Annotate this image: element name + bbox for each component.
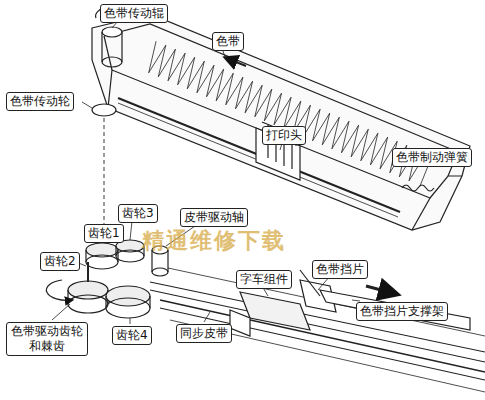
- support-label: 色带挡片支撑架: [356, 302, 448, 321]
- mask-label: 色带挡片: [312, 260, 368, 279]
- part-name: 色带驱动齿轮和棘齿: [10, 324, 84, 354]
- gear-label: 齿轮1: [84, 224, 124, 243]
- part-name: 同步皮带: [180, 326, 228, 341]
- part-name: 皮带驱动轴: [184, 210, 244, 225]
- part-name: 色带挡片: [316, 262, 364, 277]
- part-name: 齿轮1: [88, 226, 120, 241]
- gear-label: 齿轮4: [112, 326, 152, 345]
- part-name: 字车组件: [240, 272, 288, 287]
- gear-label: 齿轮2: [40, 252, 80, 271]
- part-name: 色带: [216, 34, 240, 49]
- ratchet-label: 色带驱动齿轮和棘齿: [6, 322, 88, 356]
- head-label: 打印头: [262, 126, 306, 145]
- shaft-label: 皮带驱动轴: [180, 208, 248, 227]
- wheel-label: 色带传动轮: [6, 92, 74, 111]
- part-name: 齿轮3: [122, 206, 154, 221]
- roller-label: 色带传动辊: [100, 4, 168, 23]
- part-name: 色带传动辊: [104, 6, 164, 21]
- part-name: 齿轮4: [116, 328, 148, 343]
- watermark: 精通维修下载: [142, 226, 286, 256]
- gear-label: 齿轮3: [118, 204, 158, 223]
- ribbon-folds: [149, 41, 426, 181]
- spring-label: 色带制动弹簧: [392, 148, 472, 167]
- part-name: 齿轮2: [44, 254, 76, 269]
- ribbon-label: 色带: [212, 32, 244, 51]
- part-name: 色带挡片支撑架: [360, 304, 444, 319]
- part-name: 打印头: [266, 128, 302, 143]
- belt-label: 同步皮带: [176, 324, 232, 343]
- part-name: 色带制动弹簧: [396, 150, 468, 165]
- carriage-label: 字车组件: [236, 270, 292, 289]
- part-name: 色带传动轮: [10, 94, 70, 109]
